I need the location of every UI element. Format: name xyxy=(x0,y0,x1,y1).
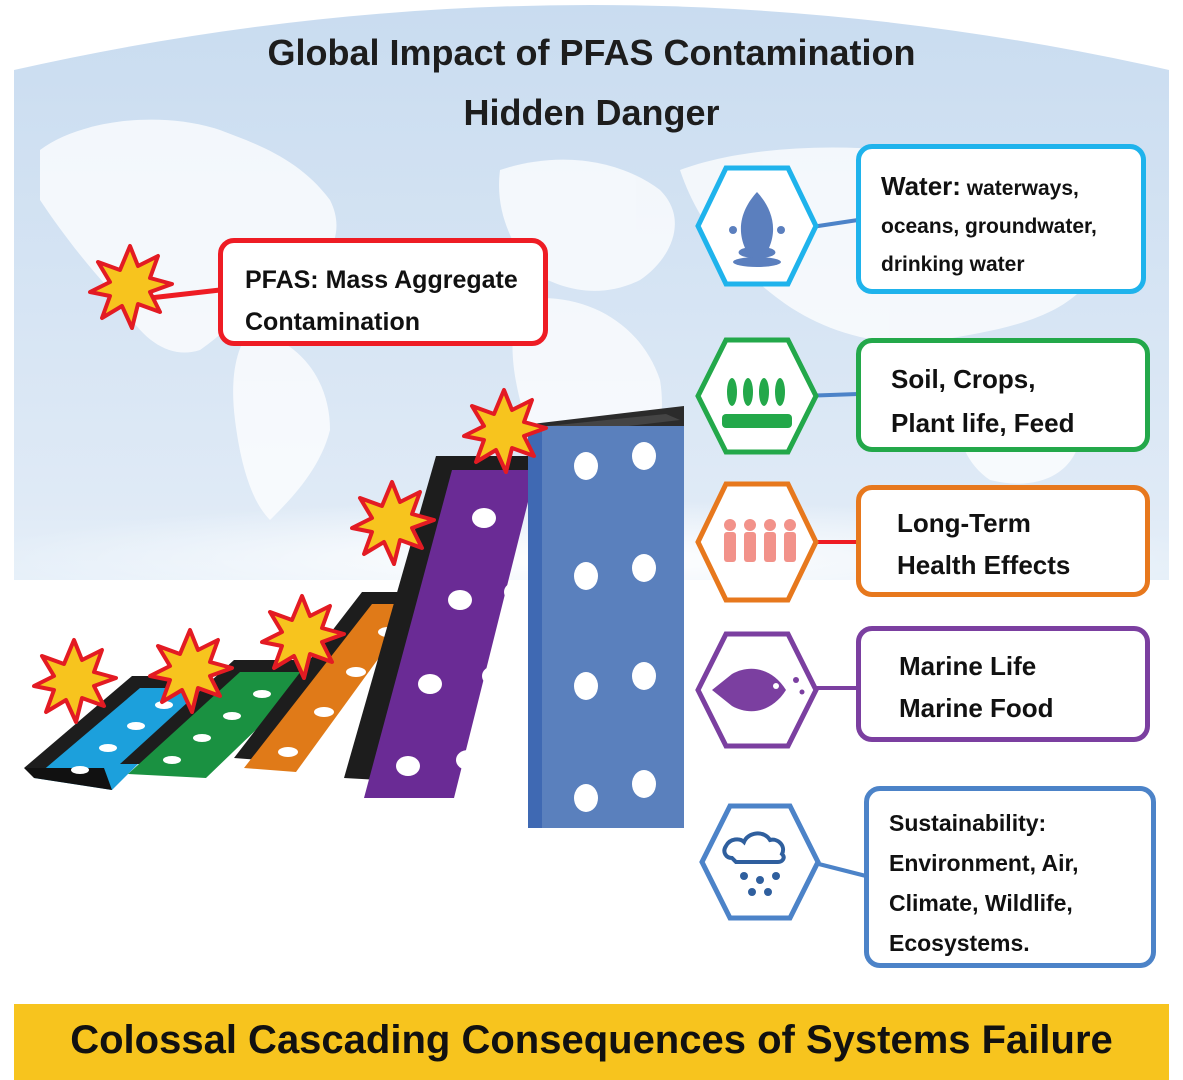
soil-impact-line-1: Soil, Crops, xyxy=(891,364,1036,394)
domino-orange xyxy=(234,592,418,772)
source-connector xyxy=(149,287,221,301)
people-icon xyxy=(695,481,819,603)
health-impact-box: Long-Term Health Effects xyxy=(856,485,1150,597)
title-line-1: Global Impact of PFAS Contamination xyxy=(267,32,916,73)
water-impact-label: Water: xyxy=(881,171,961,201)
marine-impact-line-2: Marine Food xyxy=(899,693,1054,723)
water-impact-line-1: Water: waterways, xyxy=(881,167,1121,208)
bottom-banner: Colossal Cascading Consequences of Syste… xyxy=(14,1004,1169,1080)
health-impact-line-1: Long-Term xyxy=(897,508,1031,538)
domino-purple xyxy=(344,456,536,798)
pfas-source-line-2: Contamination xyxy=(245,308,420,336)
fish-icon xyxy=(695,631,819,749)
sustainability-impact-line-1: Sustainability: xyxy=(889,810,1047,836)
sustainability-impact-box: Sustainability: Environment, Air, Climat… xyxy=(864,786,1156,968)
banner-text: Colossal Cascading Consequences of Syste… xyxy=(70,1018,1113,1062)
water-impact-line-1-rest: waterways, xyxy=(966,177,1079,200)
crops-icon xyxy=(695,337,819,455)
water-fountain-icon xyxy=(695,165,819,287)
sustainability-impact-line-4: Ecosystems. xyxy=(889,930,1030,956)
sustainability-impact-line-3: Climate, Wildlife, xyxy=(889,890,1073,916)
explosion-icon xyxy=(88,244,174,330)
health-impact-line-2: Health Effects xyxy=(897,550,1071,580)
pfas-source-line-1: PFAS: Mass Aggregate xyxy=(245,266,518,294)
pfas-source-box: PFAS: Mass Aggregate Contamination xyxy=(218,238,548,346)
domino-green xyxy=(120,660,316,778)
title-line-2: Hidden Danger xyxy=(463,92,720,133)
water-impact-line-2: oceans, groundwater, xyxy=(881,215,1097,238)
marine-impact-box: Marine Life Marine Food xyxy=(856,626,1150,742)
cloud-snow-icon xyxy=(699,803,821,921)
marine-impact-line-1: Marine Life xyxy=(899,651,1037,681)
domino-blue-standing xyxy=(528,406,684,828)
soil-impact-box: Soil, Crops, Plant life, Feed xyxy=(856,338,1150,452)
sustainability-impact-line-2: Environment, Air, xyxy=(889,850,1079,876)
water-impact-line-3: drinking water xyxy=(881,253,1025,276)
water-impact-box: Water: waterways, oceans, groundwater, d… xyxy=(856,144,1146,294)
soil-impact-line-2: Plant life, Feed xyxy=(891,408,1075,438)
